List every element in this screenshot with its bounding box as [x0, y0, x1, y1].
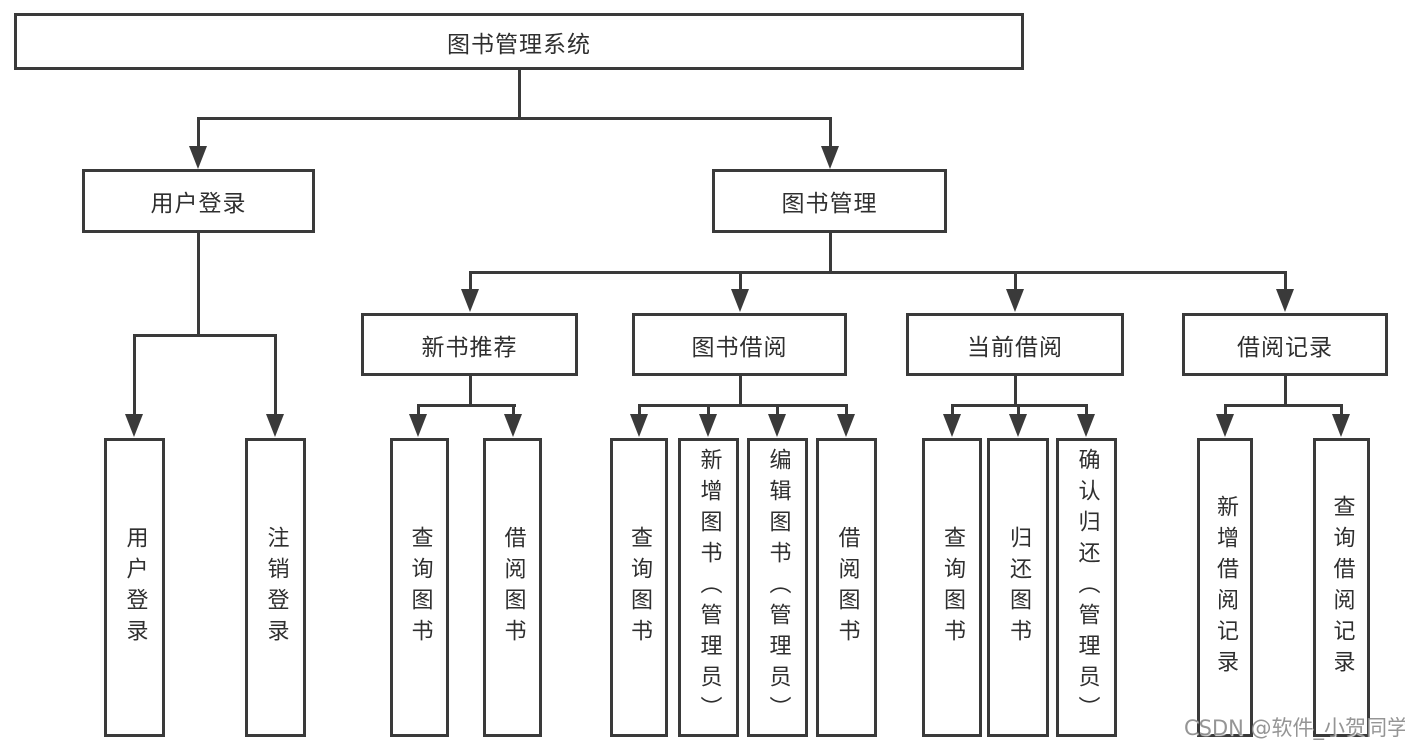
node-user-login: 用户登录	[82, 169, 315, 233]
connector-line	[133, 334, 276, 337]
leaf-label: 借阅图书	[500, 525, 526, 650]
node-library-management-system: 图书管理系统	[14, 13, 1024, 70]
leaf-label: 新增图书（管理员）	[696, 448, 722, 727]
arrow-down-icon	[461, 289, 479, 312]
leaf-label: 注销登录	[263, 525, 289, 650]
leaf-add-book-admin: 新增图书（管理员）	[678, 438, 739, 737]
connector-line	[739, 271, 742, 290]
arrow-down-icon	[409, 414, 427, 437]
node-borrowing-records: 借阅记录	[1182, 313, 1388, 376]
connector-line	[638, 404, 641, 416]
connector-line	[638, 404, 847, 407]
leaf-confirm-return-admin: 确认归还（管理员）	[1056, 438, 1117, 737]
leaf-logout: 注销登录	[245, 438, 306, 737]
leaf-return-book: 归还图书	[987, 438, 1049, 737]
connector-line	[776, 404, 779, 416]
node-current-borrowing: 当前借阅	[906, 313, 1124, 376]
connector-line	[1340, 404, 1343, 416]
arrow-down-icon	[943, 414, 961, 437]
arrow-down-icon	[821, 146, 839, 169]
arrow-down-icon	[630, 414, 648, 437]
connector-line	[951, 404, 954, 416]
leaf-label: 确认归还（管理员）	[1074, 448, 1100, 727]
arrow-down-icon	[266, 414, 284, 437]
watermark-csdn: CSDN @软件_小贺同学	[1184, 716, 1405, 740]
connector-line	[469, 271, 472, 290]
arrow-down-icon	[699, 414, 717, 437]
leaf-query-books-recommend: 查询图书	[390, 438, 449, 737]
arrow-down-icon	[768, 414, 786, 437]
connector-line	[1224, 404, 1227, 416]
connector-line	[197, 117, 200, 148]
connector-line	[469, 271, 1286, 274]
connector-line	[739, 374, 742, 407]
leaf-query-borrow-record: 查询借阅记录	[1313, 438, 1370, 737]
arrow-down-icon	[1009, 414, 1027, 437]
leaf-label: 查询借阅记录	[1329, 494, 1355, 681]
leaf-label: 借阅图书	[834, 525, 860, 650]
leaf-add-borrow-record: 新增借阅记录	[1197, 438, 1253, 737]
connector-line	[1014, 374, 1017, 407]
arrow-down-icon	[1006, 289, 1024, 312]
connector-line	[829, 231, 832, 274]
arrow-down-icon	[504, 414, 522, 437]
arrow-down-icon	[1077, 414, 1095, 437]
connector-line	[1284, 374, 1287, 407]
leaf-label: 查询图书	[940, 525, 965, 650]
connector-line	[197, 231, 200, 337]
connector-line	[845, 404, 848, 416]
arrow-down-icon	[1276, 289, 1294, 312]
connector-line	[417, 404, 420, 416]
connector-line	[274, 334, 277, 415]
leaf-borrow-books: 借阅图书	[816, 438, 877, 737]
connector-line	[1224, 404, 1342, 407]
leaf-user-login: 用户登录	[104, 438, 165, 737]
leaf-label: 编辑图书（管理员）	[765, 448, 791, 727]
connector-line	[1284, 271, 1287, 290]
connector-line	[1017, 404, 1020, 416]
connector-line	[1085, 404, 1088, 416]
arrow-down-icon	[837, 414, 855, 437]
connector-line	[197, 117, 831, 120]
leaf-label: 新增借阅记录	[1213, 494, 1238, 681]
connector-line	[1014, 271, 1017, 290]
connector-line	[133, 334, 136, 415]
arrow-down-icon	[731, 289, 749, 312]
leaf-label: 查询图书	[627, 525, 652, 650]
arrow-down-icon	[125, 414, 143, 437]
connector-line	[512, 404, 515, 416]
leaf-query-books-borrowing: 查询图书	[610, 438, 668, 737]
node-new-book-recommend: 新书推荐	[361, 313, 578, 376]
connector-line	[518, 67, 521, 120]
leaf-query-books-current: 查询图书	[922, 438, 982, 737]
leaf-edit-book-admin: 编辑图书（管理员）	[747, 438, 808, 737]
connector-line	[829, 117, 832, 148]
connector-line	[417, 404, 516, 407]
arrow-down-icon	[189, 146, 207, 169]
leaf-borrow-books-recommend: 借阅图书	[483, 438, 542, 737]
leaf-label: 查询图书	[407, 525, 433, 650]
node-book-borrowing: 图书借阅	[632, 313, 847, 376]
connector-line	[469, 374, 472, 407]
arrow-down-icon	[1332, 414, 1350, 437]
leaf-label: 用户登录	[122, 525, 148, 650]
leaf-label: 归还图书	[1006, 525, 1031, 650]
connector-line	[707, 404, 710, 416]
arrow-down-icon	[1216, 414, 1234, 437]
node-book-management: 图书管理	[712, 169, 947, 233]
